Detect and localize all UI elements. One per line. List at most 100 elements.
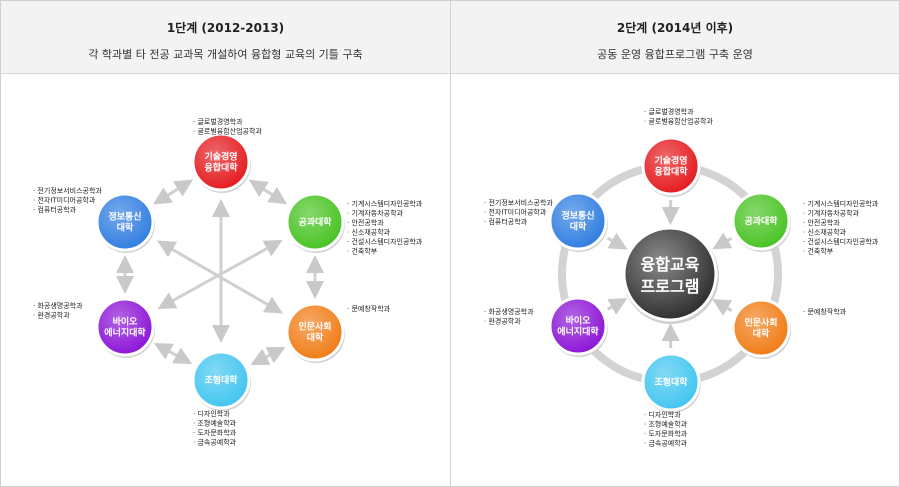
- college-name: 조형대학: [204, 374, 238, 386]
- stage1-subtitle: 각 학과별 타 전공 교과목 개설하여 융합형 교육의 기틀 구축: [88, 48, 363, 61]
- stage2-diagram: 융합교육프로그램기술경영융합대학공과대학인문사회대학조형대학바이오에너지대학정보…: [484, 107, 879, 448]
- college-name: 인문사회: [298, 321, 331, 333]
- college-name: 기술경영: [204, 151, 237, 163]
- dept-item: · 컴퓨터공학과: [33, 205, 77, 214]
- connector-arrow: [153, 342, 193, 365]
- college-name: 정보통신: [108, 211, 141, 223]
- college-name: 인문사회: [744, 317, 777, 329]
- dept-item: · 글로벌경영학과: [193, 117, 243, 126]
- college-name: 대학: [570, 221, 587, 233]
- dept-list-3: · 문예창작학과: [347, 304, 391, 313]
- dept-item: · 건축학부: [347, 247, 378, 256]
- college-circle: [191, 350, 251, 410]
- stage1-title: 1단계 (2012-2013): [166, 21, 285, 35]
- college-name: 에너지대학: [557, 326, 599, 338]
- dept-item: · 건축학부: [803, 247, 834, 256]
- dept-list-5: · 화공생명공학과· 환경공학과: [484, 307, 534, 326]
- college-name: 대학: [753, 328, 770, 340]
- college-name: 바이오: [113, 316, 139, 328]
- stage2-title: 2단계 (2014년 이후): [616, 21, 734, 35]
- stage1-panel: 1단계 (2012-2013) 각 학과별 타 전공 교과목 개설하여 융합형 …: [1, 1, 451, 486]
- connector-arrow: [712, 232, 733, 250]
- connector-arrow: [248, 179, 288, 205]
- college-name: 공과대학: [298, 216, 332, 228]
- college-circle: [285, 192, 345, 252]
- dept-item: · 조형예술학과: [644, 420, 688, 429]
- dept-item: · 전기정보서비스공학과: [33, 186, 102, 195]
- dept-item: · 글로벌경영학과: [644, 107, 694, 116]
- college-circle: [95, 297, 155, 357]
- dept-item: · 안전공학과: [803, 218, 840, 227]
- dept-item: · 전자IT미디어공학과: [484, 208, 547, 217]
- college-circle: [548, 296, 608, 356]
- college-circle: [548, 191, 608, 251]
- dept-list-5: · 화공생명공학과· 환경공학과: [33, 301, 83, 320]
- college-circle: [95, 192, 155, 252]
- college-circle: [731, 298, 791, 358]
- college-node-2: 공과대학: [285, 192, 345, 253]
- college-name: 조형대학: [654, 376, 688, 388]
- dept-list-2: · 기계시스템디자인공학과· 기계자동차공학과· 안전공학과· 신소재공학과· …: [803, 199, 879, 256]
- dept-list-4: · 디자인학과· 조형예술학과· 도자문화학과· 금속공예학과: [193, 409, 237, 447]
- dept-item: · 문예창작학과: [803, 307, 847, 316]
- college-node-2: 공과대학: [731, 191, 791, 252]
- dept-list-6: · 전기정보서비스공학과· 전자IT미디어공학과· 컴퓨터공학과: [484, 198, 553, 226]
- dept-item: · 화공생명공학과: [484, 307, 534, 316]
- dept-item: · 조형예술학과: [193, 419, 237, 428]
- dept-item: · 도자문화학과: [193, 428, 237, 437]
- dept-item: · 환경공학과: [33, 311, 70, 320]
- stage2-header: 2단계 (2014년 이후) 공동 운영 융합프로그램 구축 운영: [451, 1, 899, 74]
- dept-item: · 글로벌융합산업공학과: [193, 127, 262, 136]
- college-name: 기술경영: [654, 155, 687, 167]
- college-circle: [731, 191, 791, 251]
- dept-item: · 기계자동차공학과: [803, 209, 860, 218]
- college-name: 대학: [307, 332, 324, 344]
- college-circle: [191, 132, 251, 192]
- college-name: 정보통신: [561, 210, 594, 222]
- center-circle: [622, 226, 718, 322]
- dept-item: · 디자인학과: [644, 410, 681, 419]
- college-name: 융합대학: [204, 162, 238, 174]
- college-name: 공과대학: [744, 215, 778, 227]
- connector-arrow: [712, 299, 733, 316]
- college-node-4: 조형대학: [641, 352, 701, 413]
- dept-item: · 신소재공학과: [803, 228, 847, 237]
- dept-item: · 디자인학과: [193, 409, 230, 418]
- stage2-subtitle: 공동 운영 융합프로그램 구축 운영: [597, 48, 753, 61]
- college-name: 에너지대학: [104, 327, 146, 339]
- dept-item: · 기계자동차공학과: [347, 209, 404, 218]
- connector-arrow: [152, 179, 194, 205]
- dept-list-2: · 기계시스템디자인공학과· 기계자동차공학과· 안전공학과· 신소재공학과· …: [347, 199, 423, 256]
- dept-item: · 컴퓨터공학과: [484, 217, 528, 226]
- dept-list-4: · 디자인학과· 조형예술학과· 도자문화학과· 금속공예학과: [644, 410, 688, 448]
- college-name: 대학: [117, 222, 134, 234]
- dept-item: · 전기정보서비스공학과: [484, 198, 553, 207]
- dept-item: · 신소재공학과: [347, 228, 391, 237]
- dept-item: · 기계시스템디자인공학과: [347, 199, 423, 208]
- dept-item: · 건설시스템디자인공학과: [347, 237, 423, 246]
- center-label: 프로그램: [641, 277, 700, 296]
- dept-list-1: · 글로벌경영학과· 글로벌융합산업공학과: [644, 107, 713, 126]
- dept-list-6: · 전기정보서비스공학과· 전자IT미디어공학과· 컴퓨터공학과: [33, 186, 102, 214]
- dept-item: · 화공생명공학과: [33, 301, 83, 310]
- college-node-4: 조형대학: [191, 350, 251, 411]
- college-circle: [285, 302, 345, 362]
- college-name: 융합대학: [654, 166, 688, 178]
- dept-item: · 문예창작학과: [347, 304, 391, 313]
- dept-item: · 도자문화학과: [644, 429, 688, 438]
- connector-arrow: [250, 347, 286, 365]
- dept-item: · 글로벌융합산업공학과: [644, 117, 713, 126]
- dept-list-3: · 문예창작학과: [803, 307, 847, 316]
- college-name: 바이오: [566, 315, 592, 327]
